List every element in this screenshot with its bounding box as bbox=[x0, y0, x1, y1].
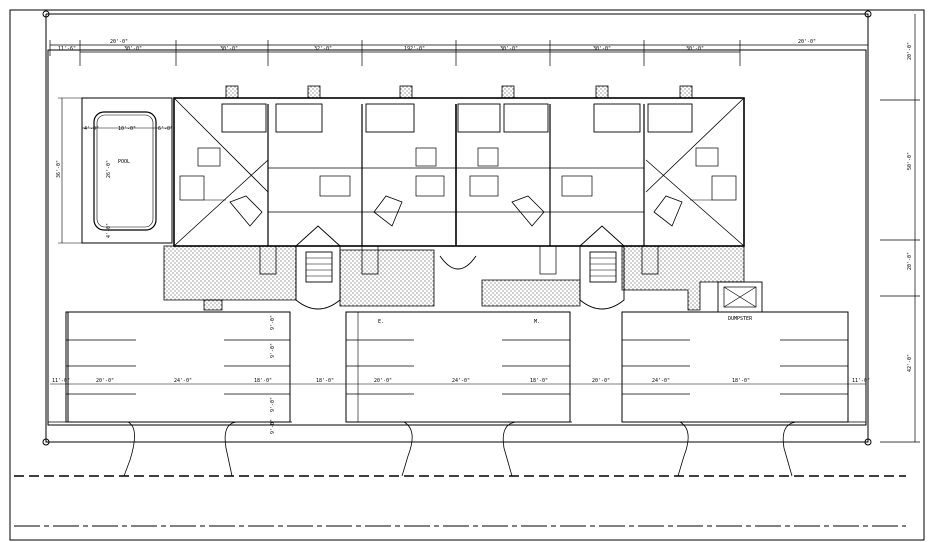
pool-area: POOL 4'-0" 10'-0" 6'-0" 36'-0" 26'-0" 4'… bbox=[56, 97, 173, 244]
pk-dim-1: 11'-0" bbox=[52, 378, 70, 384]
mechanical-label: M. bbox=[534, 319, 540, 325]
pool-dim-5: 26'-0" bbox=[106, 160, 112, 178]
pk-dim-3: 24'-0" bbox=[174, 378, 192, 384]
pool-dim-4: 36'-0" bbox=[56, 160, 62, 178]
dim-seg-6: 30'-0" bbox=[593, 46, 611, 52]
property-line bbox=[42, 10, 872, 446]
drawing-frame bbox=[9, 9, 925, 541]
pool-dim-6: 4'-0" bbox=[106, 223, 112, 238]
row-dim-1: 9'-0" bbox=[270, 315, 276, 330]
dim-right-3: 20'-0" bbox=[907, 252, 913, 270]
dim-overall: 192'-0" bbox=[404, 46, 425, 52]
pk-dim-9: 20'-0" bbox=[592, 378, 610, 384]
right-dimension-string bbox=[880, 14, 920, 443]
apartment-building bbox=[173, 97, 745, 247]
dim-seg-2: 30'-0" bbox=[124, 46, 142, 52]
row-dim-4: 9'-0" bbox=[270, 419, 276, 434]
dim-right-2: 50'-0" bbox=[907, 152, 913, 170]
stairwells bbox=[295, 225, 625, 310]
pk-dim-12: 11'-0" bbox=[852, 378, 870, 384]
row-dim-3: 9'-0" bbox=[270, 397, 276, 412]
top-dimension-labels: 11'-6" 20'-0" 30'-0" 30'-0" 32'-0" 192'-… bbox=[58, 39, 816, 52]
dim-seg-1: 20'-0" bbox=[110, 39, 128, 45]
stair-treads bbox=[306, 257, 616, 277]
pool-basin bbox=[93, 111, 157, 231]
pool-dim-3: 6'-0" bbox=[158, 126, 173, 132]
parking-dim-labels: 11'-0" 20'-0" 24'-0" 18'-0" 18'-0" 20'-0… bbox=[52, 378, 870, 384]
lot-boundary bbox=[47, 49, 867, 426]
pool-deck bbox=[81, 97, 173, 244]
pool-dim-1: 4'-0" bbox=[84, 126, 99, 132]
chimneys bbox=[225, 85, 693, 99]
dim-right-setback: 20'-0" bbox=[798, 39, 816, 45]
electrical-label: E. bbox=[378, 319, 384, 325]
pool-dim-2: 10'-0" bbox=[118, 126, 136, 132]
dim-right-1: 20'-0" bbox=[907, 42, 913, 60]
dim-right-4: 42'-0" bbox=[907, 354, 913, 372]
dim-left-setback: 11'-6" bbox=[58, 46, 76, 52]
parking-stalls bbox=[66, 312, 848, 422]
dim-seg-4: 32'-0" bbox=[314, 46, 332, 52]
parking-row-dims: 9'-0" 9'-0" 9'-0" 9'-0" bbox=[270, 315, 276, 434]
walkway-band bbox=[163, 245, 745, 311]
driveway-aprons bbox=[48, 421, 866, 477]
utility-meters bbox=[259, 245, 659, 275]
row-dim-2: 9'-0" bbox=[270, 343, 276, 358]
pool-label: POOL bbox=[118, 159, 130, 165]
building-outline bbox=[173, 97, 745, 247]
pk-dim-6: 20'-0" bbox=[374, 378, 392, 384]
dim-seg-7: 30'-0" bbox=[686, 46, 704, 52]
parking-area bbox=[65, 311, 849, 423]
dim-seg-5: 30'-0" bbox=[500, 46, 518, 52]
pk-dim-2: 20'-0" bbox=[96, 378, 114, 384]
dim-seg-3: 30'-0" bbox=[220, 46, 238, 52]
pk-dim-4: 18'-0" bbox=[254, 378, 272, 384]
pk-dim-8: 18'-0" bbox=[530, 378, 548, 384]
dumpster-label: DUMPSTER bbox=[728, 316, 753, 322]
dumpster-enclosure: DUMPSTER bbox=[717, 281, 763, 322]
pk-dim-7: 24'-0" bbox=[452, 378, 470, 384]
pk-dim-11: 18'-0" bbox=[732, 378, 750, 384]
pk-dim-10: 24'-0" bbox=[652, 378, 670, 384]
pk-dim-5: 18'-0" bbox=[316, 378, 334, 384]
top-dimension-string bbox=[49, 40, 869, 66]
